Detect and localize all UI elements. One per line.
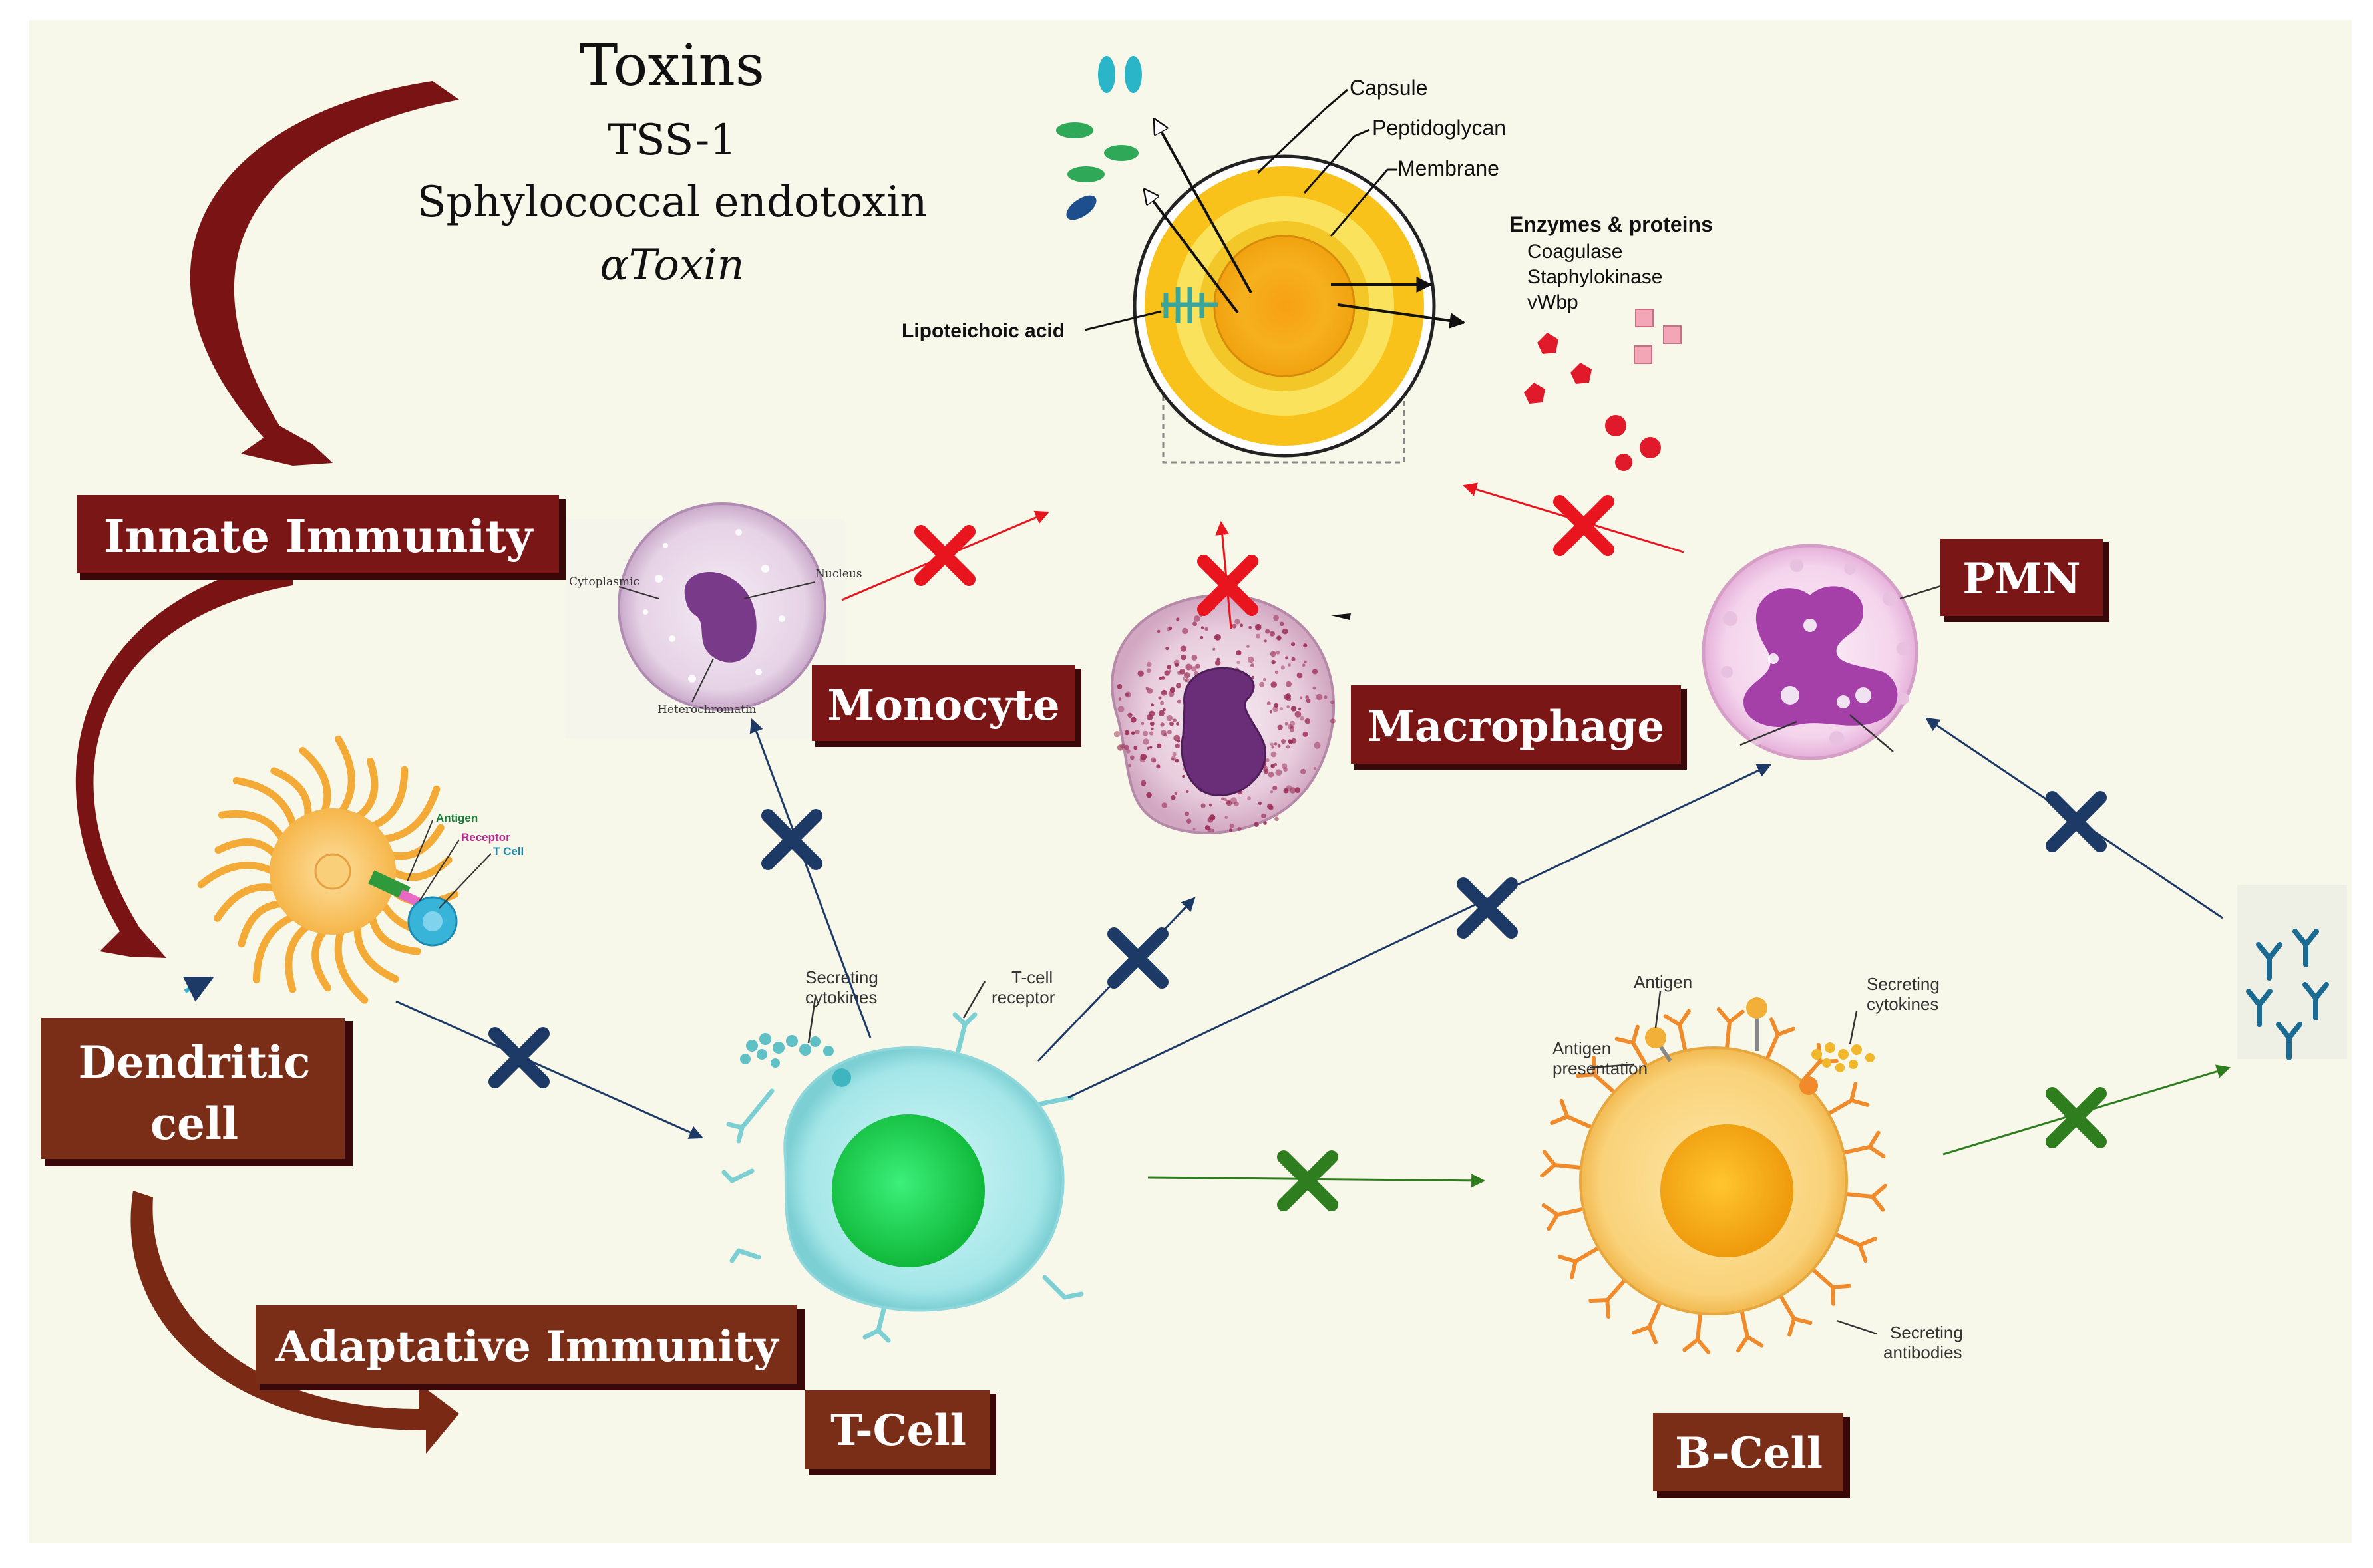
monocyte-label: Monocyte bbox=[827, 681, 1059, 730]
antibodies-icon bbox=[2237, 885, 2347, 1060]
toxin-item: TSS-1 bbox=[608, 116, 737, 165]
enzyme-item: Staphylokinase bbox=[1527, 266, 1662, 288]
bacterium-frame bbox=[1162, 361, 1405, 464]
inhibition-marks bbox=[488, 495, 2107, 1211]
enzyme-particles bbox=[1524, 309, 1682, 471]
tcell-cytokines-label: Secreting bbox=[805, 967, 878, 987]
innate-to-dendritic-arrow bbox=[75, 557, 293, 958]
t-cell: Secreting cytokines T-cell receptor bbox=[721, 967, 1084, 1343]
membrane-label: Membrane bbox=[1397, 156, 1499, 180]
macrophage-cell bbox=[1111, 593, 1351, 834]
bcell-antigen-presentation-label: presentation bbox=[1552, 1058, 1648, 1078]
bcell-antigen-label: Antigen bbox=[1634, 972, 1692, 992]
inhibition-x-icon bbox=[761, 809, 822, 870]
inhibition-x-icon bbox=[1277, 1150, 1338, 1211]
pathway-arrows bbox=[395, 482, 2231, 1188]
dendritic-to-adaptive-arrow bbox=[130, 1191, 459, 1454]
tcell-label: T-Cell bbox=[830, 1406, 966, 1456]
inhibition-x-icon bbox=[488, 1027, 550, 1088]
dendritic-antigen-label: Antigen bbox=[436, 812, 478, 824]
inhibition-x-icon bbox=[1107, 927, 1169, 989]
pmn-label: PMN bbox=[1962, 554, 2080, 604]
enzyme-release-arrow bbox=[1337, 303, 1466, 329]
macrophage-label: Macrophage bbox=[1368, 702, 1664, 752]
dendritic-cell: Antigen Receptor T Cell bbox=[182, 735, 524, 1004]
tcell-receptor-label: receptor bbox=[992, 987, 1055, 1007]
capsule-label: Capsule bbox=[1350, 76, 1427, 100]
inhibition-x-icon bbox=[1553, 495, 1614, 556]
monocyte-chromatin-label: Heterochromatin bbox=[657, 703, 756, 716]
label-box-innate: Innate Immunity bbox=[77, 495, 566, 580]
toxins-block: Toxins TSS-1 Sphylococcal endotoxin αTox… bbox=[417, 33, 928, 290]
toxin-item: αToxin bbox=[600, 241, 744, 290]
bcell-cytokines-label: cytokines bbox=[1867, 994, 1938, 1014]
label-box-dendritic: Dendritic cell bbox=[41, 1018, 353, 1166]
bacterium-leader-lines bbox=[1084, 88, 1397, 331]
curved-flow-arrows bbox=[75, 81, 459, 1454]
toxin-release-arrow bbox=[1155, 120, 1252, 293]
enzyme-item: Coagulase bbox=[1527, 241, 1622, 263]
monocyte-cytoplasm-label: Cytoplasmic bbox=[569, 575, 639, 589]
adaptive-immunity-label: Adaptative Immunity bbox=[275, 1322, 779, 1372]
inhibition-x-icon bbox=[2046, 791, 2107, 852]
bcell-cytokines-label: Secreting bbox=[1867, 974, 1940, 994]
toxin-particles bbox=[1056, 56, 1142, 220]
bcell-antibodies-label: Secreting bbox=[1890, 1323, 1963, 1342]
dendritic-label: Dendritic bbox=[79, 1036, 311, 1088]
label-box-adaptive: Adaptative Immunity bbox=[256, 1305, 805, 1390]
dendritic-tcell-label: T Cell bbox=[493, 845, 524, 858]
inhibition-x-icon bbox=[1457, 877, 1518, 939]
bacterium-core bbox=[1213, 235, 1356, 377]
inhibition-x-icon bbox=[914, 525, 976, 586]
b-cell: Antigen Antigen presentation Secreting c… bbox=[1540, 972, 1963, 1362]
tcell-receptor-label: T-cell bbox=[1011, 967, 1053, 987]
label-box-macrophage: Macrophage bbox=[1351, 685, 1687, 770]
monocyte-cell: Cytoplasmic Nucleus Heterochromatin bbox=[566, 502, 862, 738]
toxins-to-innate-arrow bbox=[190, 81, 459, 466]
lipoteichoic-acid-label: Lipoteichoic acid bbox=[902, 320, 1065, 342]
inhibition-x-icon bbox=[2046, 1087, 2107, 1148]
bcell-antigen-presentation-label: Antigen bbox=[1552, 1038, 1611, 1058]
label-box-bcell: B-Cell bbox=[1653, 1413, 1850, 1498]
toxin-item: Sphylococcal endotoxin bbox=[417, 178, 928, 227]
enzymes-title: Enzymes & proteins bbox=[1509, 212, 1713, 236]
tcell-cytokines bbox=[740, 1033, 834, 1068]
bcell-antigens bbox=[1645, 997, 1767, 1062]
inhibition-x-icon bbox=[1197, 555, 1258, 616]
innate-immunity-label: Innate Immunity bbox=[104, 510, 534, 563]
bcell-label: B-Cell bbox=[1675, 1428, 1823, 1478]
peptidoglycan-label: Peptidoglycan bbox=[1372, 116, 1506, 140]
toxins-title: Toxins bbox=[580, 33, 765, 99]
bcell-cytokines bbox=[1811, 1042, 1875, 1072]
lipoteichoic-acid-icon bbox=[1161, 287, 1218, 323]
monocyte-nucleus-label: Nucleus bbox=[815, 567, 862, 581]
dendritic-receptor-label: Receptor bbox=[461, 831, 510, 844]
pmn-cell bbox=[1702, 544, 1944, 760]
bcell-antibodies-label: antibodies bbox=[1883, 1342, 1962, 1362]
tcell-cytokines-label: cytokines bbox=[805, 987, 877, 1007]
label-box-monocyte: Monocyte bbox=[812, 665, 1081, 747]
dendritic-label: cell bbox=[150, 1098, 238, 1150]
label-box-pmn: PMN bbox=[1940, 539, 2109, 622]
label-box-tcell: T-Cell bbox=[805, 1390, 996, 1475]
enzyme-item: vWbp bbox=[1527, 291, 1578, 313]
toxin-release-arrow bbox=[1145, 190, 1239, 314]
bacterium: Capsule Peptidoglycan Membrane Lipoteich… bbox=[902, 56, 1713, 471]
